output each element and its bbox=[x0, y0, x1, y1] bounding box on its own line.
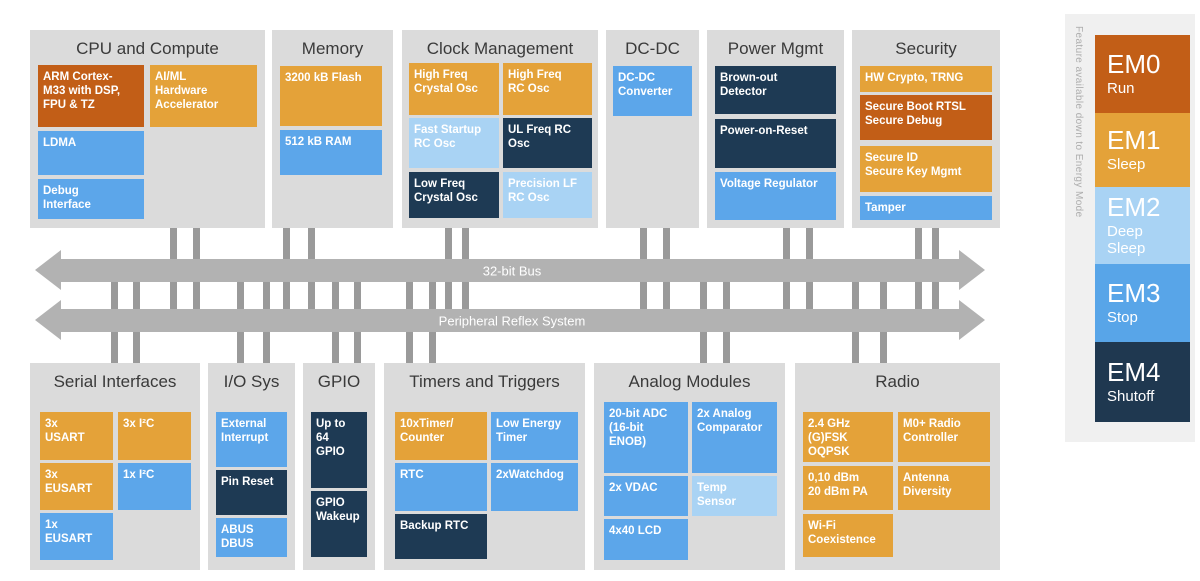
block-title: Timers and Triggers bbox=[409, 372, 560, 391]
cell-power-on-reset: Power-on-Reset bbox=[715, 119, 836, 168]
cell-1x-eusart: 1x EUSART bbox=[40, 513, 113, 560]
cell-analog-comparator: 2x Analog Comparator bbox=[692, 402, 777, 473]
energy-mode-em2: EM2 Deep Sleep bbox=[1095, 187, 1190, 264]
block-security: Security HW Crypto, TRNG Secure Boot RTS… bbox=[852, 30, 1000, 228]
cell-timer-counter: 10xTimer/ Counter bbox=[395, 412, 487, 460]
cell-debug-interface: Debug Interface bbox=[38, 179, 144, 219]
cell-usart: 3x USART bbox=[40, 412, 113, 460]
em-name: EM3 bbox=[1107, 277, 1161, 308]
cell-antenna-diversity: Antenna Diversity bbox=[898, 466, 990, 510]
cell-hw-crypto-trng: HW Crypto, TRNG bbox=[860, 66, 992, 92]
cell-gpio-wakeup: GPIO Wakeup bbox=[311, 491, 367, 557]
em-name: EM4 bbox=[1107, 356, 1161, 387]
block-title: GPIO bbox=[317, 372, 361, 391]
block-title: I/O Sys bbox=[223, 372, 280, 391]
cell-up-to-64-gpio: Up to 64 GPIO bbox=[311, 412, 367, 488]
em-desc: Run bbox=[1107, 80, 1135, 98]
block-memory: Memory 3200 kB Flash 512 kB RAM bbox=[272, 30, 393, 228]
cell-secure-id-key-mgmt: Secure ID Secure Key Mgmt bbox=[860, 146, 992, 192]
energy-mode-em4: EM4 Shutoff bbox=[1095, 342, 1190, 422]
block-power-mgmt: Power Mgmt Brown-out Detector Power-on-R… bbox=[707, 30, 844, 228]
block-radio: Radio 2.4 GHz (G)FSK OQPSK M0+ Radio Con… bbox=[795, 363, 1000, 570]
block-cpu-and-compute: CPU and Compute ARM Cortex- M33 with DSP… bbox=[30, 30, 265, 228]
cell-dbm-pa: 0,10 dBm 20 dBm PA bbox=[803, 466, 893, 510]
cell-low-energy-timer: Low Energy Timer bbox=[491, 412, 578, 460]
cell-abus-dbus: ABUS DBUS bbox=[216, 518, 287, 557]
cell-dcdc-converter: DC-DC Converter bbox=[613, 66, 692, 116]
cell-low-freq-crystal-osc: Low Freq Crystal Osc bbox=[409, 172, 499, 218]
cell-wifi-coexistence: Wi-Fi Coexistence bbox=[803, 514, 893, 557]
block-gpio: GPIO Up to 64 GPIO GPIO Wakeup bbox=[303, 363, 375, 570]
cell-vdac: 2x VDAC bbox=[604, 476, 688, 516]
block-title: DC-DC bbox=[625, 39, 680, 58]
energy-mode-em1: EM1 Sleep bbox=[1095, 113, 1190, 187]
bus-peripheral-reflex-system: Peripheral Reflex System bbox=[35, 300, 985, 340]
cell-high-freq-crystal-osc: High Freq Crystal Osc bbox=[409, 63, 499, 115]
cell-tamper: Tamper bbox=[860, 196, 992, 220]
block-title: Power Mgmt bbox=[727, 39, 824, 58]
block-title: Memory bbox=[301, 39, 364, 58]
cell-m0-radio-controller: M0+ Radio Controller bbox=[898, 412, 990, 462]
block-title: Security bbox=[895, 39, 957, 58]
cell-watchdog: 2xWatchdog bbox=[491, 463, 578, 511]
cell-lcd: 4x40 LCD bbox=[604, 519, 688, 560]
cell-high-freq-rc-osc: High Freq RC Osc bbox=[503, 63, 592, 115]
energy-sidebar-caption: Feature available down to Energy Mode bbox=[1073, 26, 1084, 218]
cell-secure-boot: Secure Boot RTSL Secure Debug bbox=[860, 95, 992, 140]
cell-backup-rtc: Backup RTC bbox=[395, 514, 487, 559]
bus-prs-label: Peripheral Reflex System bbox=[438, 313, 586, 328]
bus-32bit-label: 32-bit Bus bbox=[482, 263, 542, 278]
block-timers-and-triggers: Timers and Triggers 10xTimer/ Counter Lo… bbox=[384, 363, 585, 570]
block-serial-interfaces: Serial Interfaces 3x USART 3x I²C 3x EUS… bbox=[30, 363, 200, 570]
cell-24ghz-fsk-oqpsk: 2.4 GHz (G)FSK OQPSK bbox=[803, 412, 893, 462]
block-dcdc: DC-DC DC-DC Converter bbox=[606, 30, 699, 228]
cell-aiml-hardware-accelerator: AI/ML Hardware Accelerator bbox=[150, 65, 257, 127]
cell-rtc: RTC bbox=[395, 463, 487, 511]
cell-external-interrupt: External Interrupt bbox=[216, 412, 287, 467]
block-io-sys: I/O Sys External Interrupt Pin Reset ABU… bbox=[208, 363, 295, 570]
block-analog-modules: Analog Modules 20-bit ADC (16-bit ENOB) … bbox=[594, 363, 785, 570]
cell-precision-lf-rc-osc: Precision LF RC Osc bbox=[503, 172, 592, 218]
block-title: Clock Management bbox=[426, 39, 574, 58]
cell-fast-startup-rc-osc: Fast Startup RC Osc bbox=[409, 118, 499, 168]
block-title: CPU and Compute bbox=[76, 39, 219, 58]
block-title: Serial Interfaces bbox=[53, 372, 177, 391]
cell-ldma: LDMA bbox=[38, 131, 144, 175]
cell-adc: 20-bit ADC (16-bit ENOB) bbox=[604, 402, 688, 473]
cell-ram: 512 kB RAM bbox=[280, 130, 382, 175]
em-desc: Stop bbox=[1107, 309, 1138, 327]
em-name: EM2 bbox=[1107, 191, 1161, 222]
energy-mode-em0: EM0 Run bbox=[1095, 35, 1190, 113]
em-desc: Sleep bbox=[1107, 156, 1146, 174]
cell-1x-i2c: 1x I²C bbox=[118, 463, 191, 510]
cell-ul-freq-rc-osc: UL Freq RC Osc bbox=[503, 118, 592, 168]
em-desc: Shutoff bbox=[1107, 388, 1155, 406]
block-clock-management: Clock Management High Freq Crystal Osc H… bbox=[402, 30, 598, 228]
bus-32bit: 32-bit Bus bbox=[35, 250, 985, 290]
energy-mode-em3: EM3 Stop bbox=[1095, 264, 1190, 342]
energy-mode-sidebar: Feature available down to Energy Mode EM… bbox=[1065, 14, 1195, 442]
em-name: EM0 bbox=[1107, 48, 1161, 79]
cell-pin-reset: Pin Reset bbox=[216, 470, 287, 515]
cell-voltage-regulator: Voltage Regulator bbox=[715, 172, 836, 220]
cell-flash: 3200 kB Flash bbox=[280, 66, 382, 126]
cell-brownout-detector: Brown-out Detector bbox=[715, 66, 836, 114]
cell-3x-eusart: 3x EUSART bbox=[40, 463, 113, 510]
cell-temp-sensor: Temp Sensor bbox=[692, 476, 777, 516]
block-title: Analog Modules bbox=[628, 372, 751, 391]
cell-arm-cortex-m33: ARM Cortex- M33 with DSP, FPU & TZ bbox=[38, 65, 144, 127]
cell-3x-i2c: 3x I²C bbox=[118, 412, 191, 460]
em-name: EM1 bbox=[1107, 124, 1161, 155]
block-title: Radio bbox=[875, 372, 920, 391]
em-desc: Deep Sleep bbox=[1107, 222, 1146, 258]
